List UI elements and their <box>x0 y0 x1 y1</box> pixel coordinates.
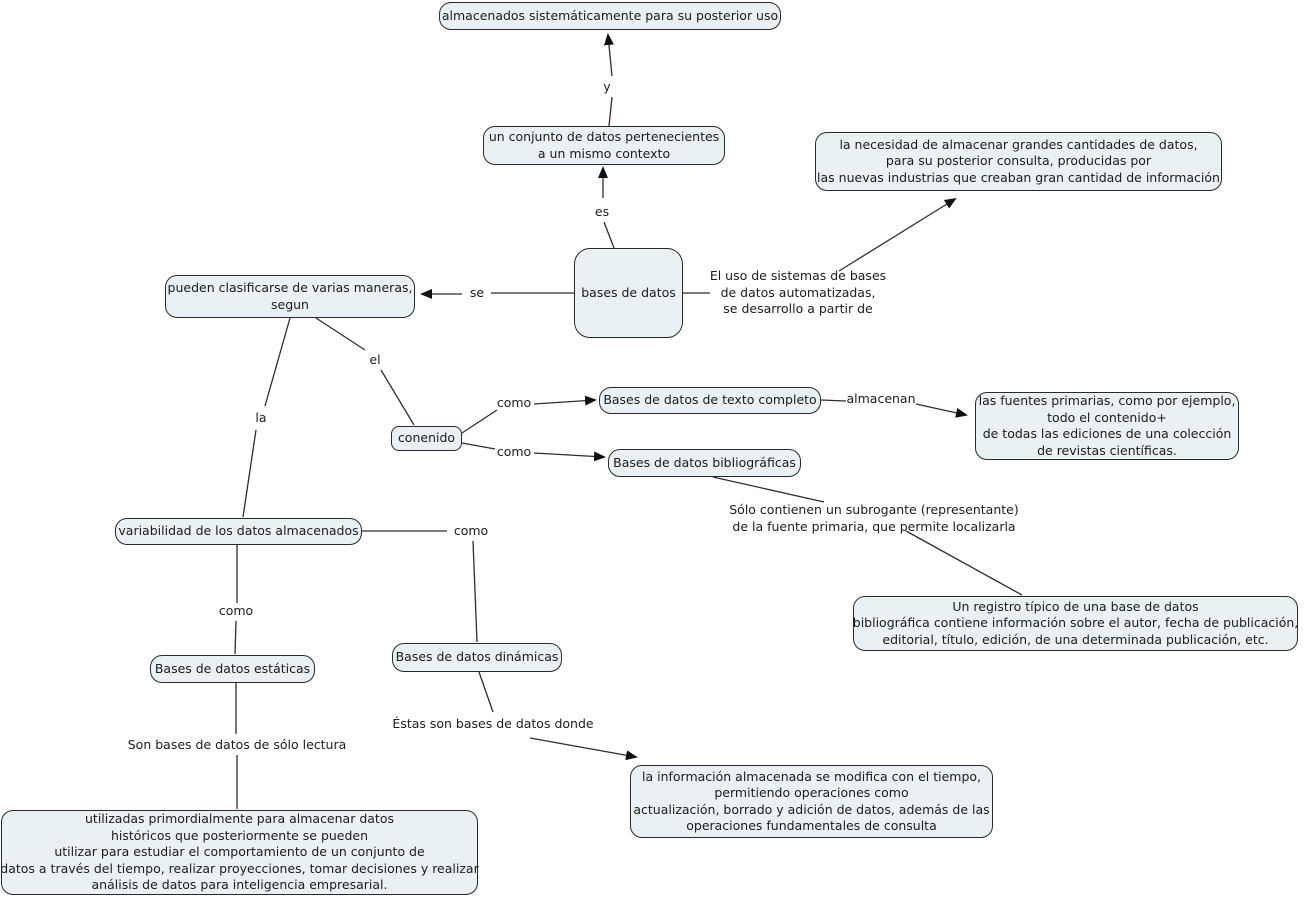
node-almacenados-sistematicamente[interactable]: almacenados sistemáticamente para su pos… <box>439 2 781 30</box>
node-bases-texto-completo[interactable]: Bases de datos de texto completo <box>599 387 821 414</box>
node-conjunto-de-datos[interactable]: un conjunto de datos pertenecientes a un… <box>483 126 725 165</box>
edge <box>264 317 291 407</box>
edge <box>478 671 494 713</box>
edge <box>603 221 615 249</box>
node-registro-tipico[interactable]: Un registro típico de una base de datos … <box>853 596 1298 651</box>
edge-arrow <box>915 403 968 418</box>
edge-arrow <box>603 33 614 77</box>
node-conenido[interactable]: conenido <box>391 426 462 451</box>
edge <box>461 409 498 434</box>
edge-arrow <box>838 197 957 272</box>
link-label-como-4: como <box>218 602 254 618</box>
link-label-como-2: como <box>496 443 532 459</box>
edge-arrow <box>533 451 606 462</box>
node-fuentes-primarias[interactable]: las fuentes primarias, como por ejemplo,… <box>975 392 1239 460</box>
annotation-solo-contienen: Sólo contienen un subrogante (representa… <box>729 502 1019 534</box>
node-variabilidad-datos[interactable]: variabilidad de los datos almacenados <box>115 518 362 545</box>
node-bases-bibliograficas[interactable]: Bases de datos bibliográficas <box>608 449 801 477</box>
node-bases-de-datos[interactable]: bases de datos <box>574 248 683 338</box>
edge <box>234 620 237 655</box>
annotation-estas-son-bases: Éstas son bases de datos donde <box>392 716 594 731</box>
link-label-la: la <box>255 409 267 425</box>
link-label-como-1: como <box>496 394 532 410</box>
edge-arrow <box>529 737 638 761</box>
link-label-y: y <box>603 78 611 94</box>
node-utilizadas-primordialmente[interactable]: utilizadas primordialmente para almacena… <box>0 810 479 895</box>
node-informacion-almacenada[interactable]: la información almacenada se modifica co… <box>630 765 993 838</box>
node-necesidad-de-almacenar[interactable]: la necesidad de almacenar grandes cantid… <box>815 132 1222 191</box>
edge <box>461 442 496 450</box>
edge <box>380 369 415 426</box>
node-pueden-clasificarse[interactable]: pueden clasificarse de varias maneras, s… <box>165 275 415 318</box>
node-bases-estaticas[interactable]: Bases de datos estáticas <box>150 655 315 683</box>
edge <box>608 96 613 127</box>
edge <box>472 540 478 643</box>
link-label-se: se <box>469 284 485 300</box>
link-label-el: el <box>369 351 381 367</box>
annotation-el-uso-de-sistemas: El uso de sistemas de bases de datos aut… <box>709 268 887 316</box>
edge <box>315 317 366 351</box>
edge <box>905 530 1023 596</box>
edge <box>242 429 257 518</box>
edge <box>820 399 847 402</box>
edge-arrow <box>533 395 597 406</box>
link-label-almacenan: almacenan <box>846 390 916 406</box>
annotation-son-bases-solo-lectura: Son bases de datos de sólo lectura <box>127 737 347 752</box>
link-label-es: es <box>594 203 610 219</box>
edge <box>712 476 825 503</box>
node-bases-dinamicas[interactable]: Bases de datos dinámicas <box>392 643 562 672</box>
link-label-como-3: como <box>453 522 489 538</box>
